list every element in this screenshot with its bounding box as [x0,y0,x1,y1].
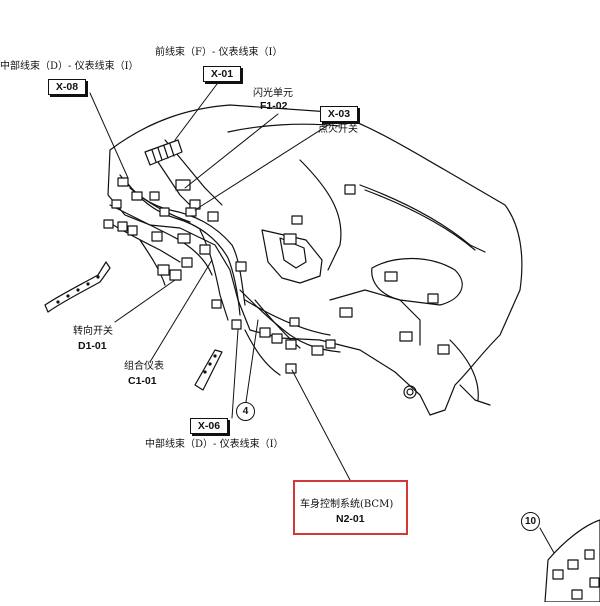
lower-strip [194,349,223,391]
dash-lower [244,299,331,336]
dash-lower-right [449,339,479,401]
dashboard-outline [107,104,523,416]
label-front-harness: 前线束（F）- 仪表线束（I） [155,47,283,58]
dash-window-edge [359,184,486,253]
knob-inner [406,388,414,396]
dash-brace-right [459,384,491,406]
knob [403,385,417,399]
label-ignition-switch: 点火开关 [318,124,358,135]
corrugated-connector [144,139,183,166]
label-cluster-code: C1-01 [128,375,157,387]
label-mid-harness-bottom: 中部线束（D）- 仪表线束（I） [145,439,284,450]
code-x01: X-01 [203,66,241,82]
dash-vent-right [371,257,463,306]
dash-window-edge-2 [364,189,476,251]
label-flasher-code: F1-02 [260,100,288,112]
code-x06: X-06 [190,418,228,434]
label-bcm-code: N2-01 [336,513,365,525]
leader-lines [89,79,559,561]
dash-panel [329,289,421,346]
circle-marker-10: 10 [521,512,540,531]
label-turn-switch-name: 转向开关 [73,326,113,337]
dash-center-inner [279,237,307,269]
code-x08: X-08 [48,79,86,95]
label-cluster-name: 组合仪表 [124,361,164,372]
connectors [103,177,450,374]
code-x03: X-03 [320,106,358,122]
label-flasher-name: 闪光单元 [253,88,293,99]
left-strip [44,261,111,313]
bcm-highlight-box [293,480,408,535]
dash-center-console [261,229,323,284]
label-bcm-name: 车身控制系统(BCM) [300,499,394,510]
dash-curve [299,159,342,271]
circle-marker-4: 4 [236,402,255,421]
label-turn-switch-code: D1-01 [78,340,107,352]
label-mid-harness-top: 中部线束（D）- 仪表线束（I） [0,61,139,72]
dash-top-line [227,123,341,133]
